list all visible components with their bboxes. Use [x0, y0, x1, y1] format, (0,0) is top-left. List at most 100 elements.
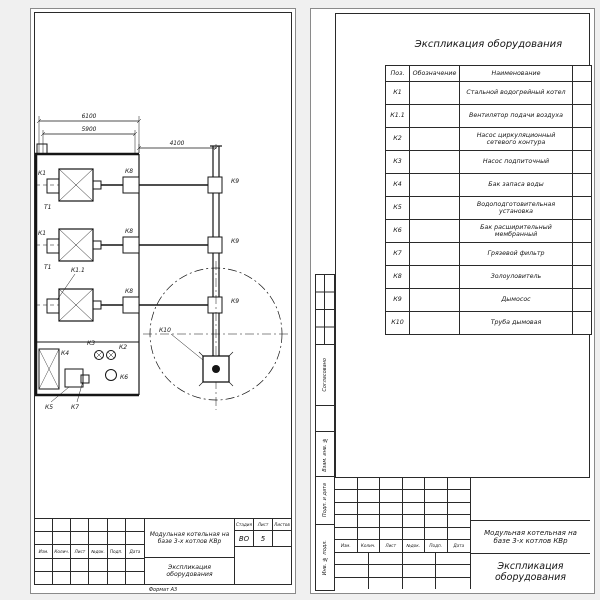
row-name: Золоуловитель — [460, 266, 573, 288]
table-row: К10 Труба дымовая — [386, 311, 591, 334]
row-name: Водоподготовительная установка — [460, 197, 573, 219]
row-pos: К1.1 — [386, 105, 410, 127]
row-pos: К10 — [386, 312, 410, 334]
page-title: Экспликация оборудования — [414, 39, 563, 50]
label-k4: К4 — [61, 350, 69, 357]
auxiliary-equipment — [38, 348, 117, 403]
label-k10: К10 — [159, 327, 171, 334]
row-pos: К1 — [386, 82, 410, 104]
chimney — [143, 261, 289, 410]
label-k7: К7 — [71, 404, 79, 411]
format-note: Формат А3 — [148, 587, 178, 593]
sheets-label: Листов — [274, 522, 290, 527]
col-code: Обозначение — [410, 66, 460, 81]
col-kolich: Колич. — [358, 540, 380, 552]
label-k9: К9 — [231, 178, 239, 185]
stamp-podp-data-label: Подп. и дата — [322, 483, 328, 518]
col-podp: Подп. — [108, 545, 126, 558]
col-data: Дата — [129, 549, 141, 554]
project-name-line2: базе 3-х котлов КВр — [157, 538, 222, 546]
stamp-empty — [315, 405, 335, 432]
stage-label: Стадия — [235, 519, 254, 530]
table-row: К3 Насос подпиточный — [386, 150, 591, 173]
smoke-exhausters — [207, 145, 223, 357]
row-name: Стальной водогрейный котел — [460, 82, 573, 104]
row-name: Бак запаса воды — [460, 174, 573, 196]
row-pos: К5 — [386, 197, 410, 219]
col-ndok: №док. — [403, 540, 425, 552]
stage-value: ВО — [235, 531, 254, 546]
label-k1: К1 — [38, 170, 46, 177]
table-row: К1.1 Вентилятор подачи воздуха — [386, 104, 591, 127]
sheets-value — [273, 531, 291, 546]
equipment-table: Поз. Обозначение Наименование К1 Стальной… — [385, 65, 592, 335]
row-name: Грязевой фильтр — [460, 243, 573, 265]
margin-grid — [315, 274, 335, 345]
table-row: К8 Золоуловитель — [386, 265, 591, 288]
document-title: Экспликация оборудования — [166, 564, 213, 579]
label-k1-2: К1 — [38, 230, 46, 237]
title-block-stage: Стадия Лист Листов ВО 5 — [235, 519, 291, 584]
project-name: Модульная котельная на базе 3-х котлов К… — [145, 519, 234, 559]
row-pos: К4 — [386, 174, 410, 196]
label-t1-2: Т1 — [44, 264, 51, 271]
row-name: Насос циркуляционный сетевого контура — [460, 128, 573, 150]
sheet-plan: 6100 5900 4100 — [30, 8, 296, 594]
equipment-labels: К1 Т1 К1 Т1 К1.1 К8 К8 К8 К9 К9 К9 К10 К… — [38, 168, 239, 411]
label-k9-3: К9 — [231, 298, 239, 305]
row-name: Бак расширительный мембранный — [460, 220, 573, 242]
title-block-revision-grid: Изм. Колич. Лист №док. Подп. Дата — [35, 519, 145, 585]
dimension-lines — [36, 116, 219, 153]
sheet-plan-frame: 6100 5900 4100 — [34, 12, 292, 585]
label-k3: К3 — [87, 340, 95, 347]
table-row: К5 Водоподготовительная установка — [386, 196, 591, 219]
stamp-soglasovano: Согласовано — [315, 344, 335, 406]
row-pos: К7 — [386, 243, 410, 265]
table-header: Поз. Обозначение Наименование — [386, 66, 591, 81]
col-name: Наименование — [460, 66, 573, 81]
table-row: К1 Стальной водогрейный котел — [386, 81, 591, 104]
document-title: Экспликация оборудования — [494, 560, 567, 583]
col-data: Дата — [453, 543, 465, 549]
row-name: Вентилятор подачи воздуха — [460, 105, 573, 127]
label-k8-2: К8 — [125, 228, 133, 235]
project-name-line1: Модульная котельная на — [149, 530, 230, 538]
label-k6: К6 — [120, 374, 128, 381]
label-k8: К8 — [125, 168, 133, 175]
row-pos: К8 — [386, 266, 410, 288]
label-k5: К5 — [45, 404, 53, 411]
col-pos: Поз. — [386, 66, 410, 81]
col-izm: Изм. — [335, 540, 358, 552]
project-name-line2: базе 3-х котлов КВр — [493, 537, 568, 545]
stamp-inv-podl: Инв. № подл. — [315, 524, 335, 591]
sheet-label: Лист — [254, 519, 273, 530]
row-name: Труба дымовая — [460, 312, 573, 334]
project-name-line1: Модульная котельная на — [484, 528, 577, 537]
sheet-equipment-list: Согласовано Взам. инв. № Подп. и дата Ин… — [310, 8, 595, 594]
project-name: Модульная котельная на базе 3-х котлов К… — [471, 521, 590, 554]
col-kolich: Колич. — [53, 545, 72, 558]
title-block-names: Модульная котельная на базе 3-х котлов К… — [145, 519, 235, 584]
stamp-podp-data: Подп. и дата — [315, 476, 335, 525]
dim-5900: 5900 — [82, 127, 97, 133]
row-pos: К3 — [386, 151, 410, 173]
boilers — [36, 168, 102, 322]
stamp-vzam-inv-label: Взам. инв. № — [322, 436, 328, 472]
col-podp: Подп. — [425, 540, 448, 552]
table-row: К7 Грязевой фильтр — [386, 242, 591, 265]
col-list: Лист — [71, 545, 90, 558]
label-k1-1: К1.1 — [71, 267, 85, 274]
document-designation — [471, 478, 590, 521]
title-block-revision-grid: Изм. Колич. Лист №док. Подп. Дата — [335, 478, 471, 589]
stamp-soglasovano-label: Согласовано — [322, 358, 328, 392]
sheet-value: 5 — [254, 531, 273, 546]
building-walls — [35, 143, 140, 397]
row-name: Насос подпиточный — [460, 151, 573, 173]
col-list: Лист — [380, 540, 403, 552]
stamp-inv-podl-label: Инв. № подл. — [322, 539, 328, 576]
col-ndok: №док. — [89, 545, 108, 558]
col-izm: Изм. — [35, 545, 54, 558]
